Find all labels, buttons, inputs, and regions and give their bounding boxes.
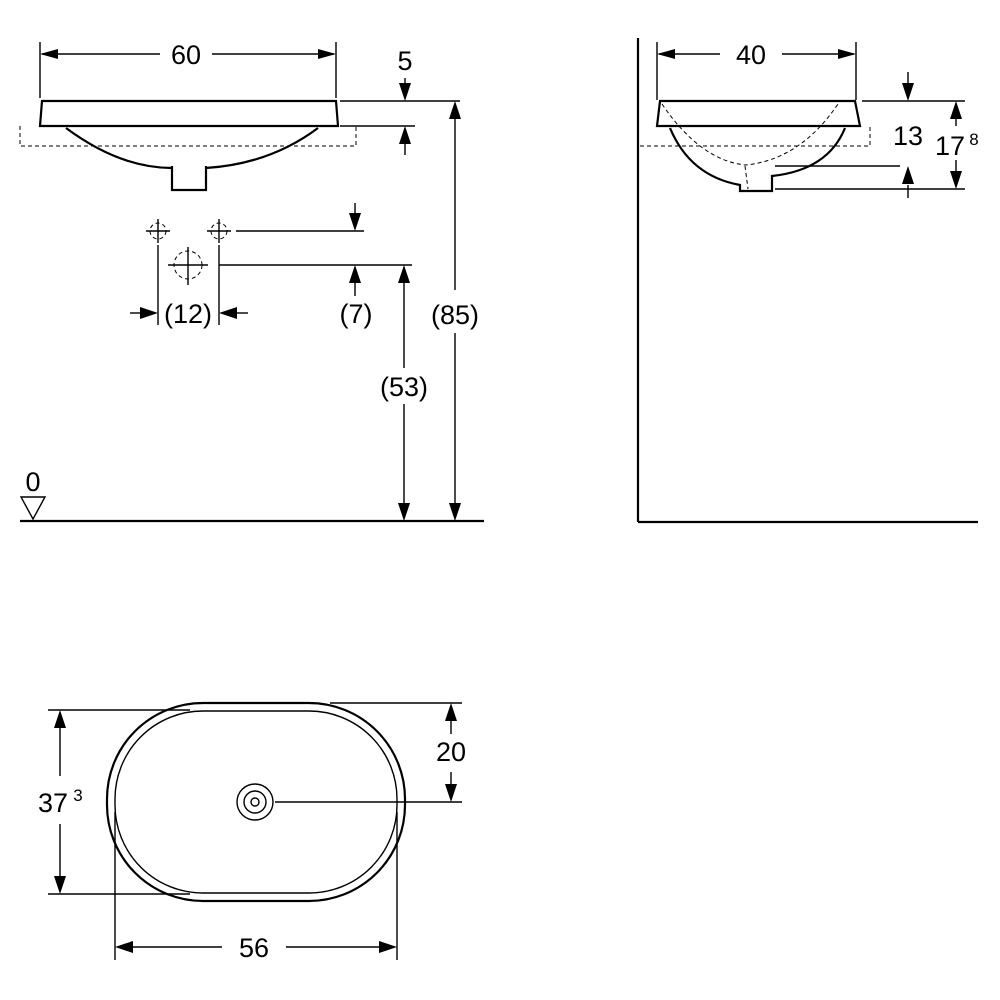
front-basin-bowl xyxy=(65,127,173,170)
floor-level-marker xyxy=(19,496,47,521)
front-basin-bowl-right xyxy=(205,127,319,170)
top-center-label: 20 xyxy=(436,737,466,767)
side-view: 40 13 17 8 xyxy=(636,38,979,524)
total-height-label: (85) xyxy=(431,300,479,330)
drain-height-label: (53) xyxy=(380,372,428,402)
side-basin-inner xyxy=(661,103,839,166)
drain-hole xyxy=(168,247,208,285)
tap-hole-left xyxy=(146,219,170,243)
top-height-sup: 3 xyxy=(73,786,82,805)
side-overall-sup: 8 xyxy=(969,130,978,149)
front-width-label: 60 xyxy=(171,40,201,70)
front-drain-outlet xyxy=(170,166,208,192)
side-bowl-label: 13 xyxy=(893,121,923,151)
top-height-label: 37 xyxy=(38,788,68,818)
front-countertop xyxy=(19,126,357,147)
floor-level-label: 0 xyxy=(25,467,40,497)
top-drain xyxy=(236,783,274,821)
side-depth-label: 40 xyxy=(736,40,766,70)
front-rim-label: 5 xyxy=(397,46,412,76)
top-view: 37 3 20 56 xyxy=(38,701,466,963)
front-view: 60 5 (12) xyxy=(19,40,484,523)
tap-offset-label: (7) xyxy=(340,299,373,329)
side-basin-bowl xyxy=(668,127,847,193)
front-basin-rim xyxy=(38,99,340,128)
side-basin-rim xyxy=(655,99,862,128)
top-width-label: 56 xyxy=(239,933,269,963)
tap-spacing-label: (12) xyxy=(164,299,212,329)
tap-hole-right xyxy=(207,219,231,243)
side-overall-label: 17 xyxy=(935,131,965,161)
